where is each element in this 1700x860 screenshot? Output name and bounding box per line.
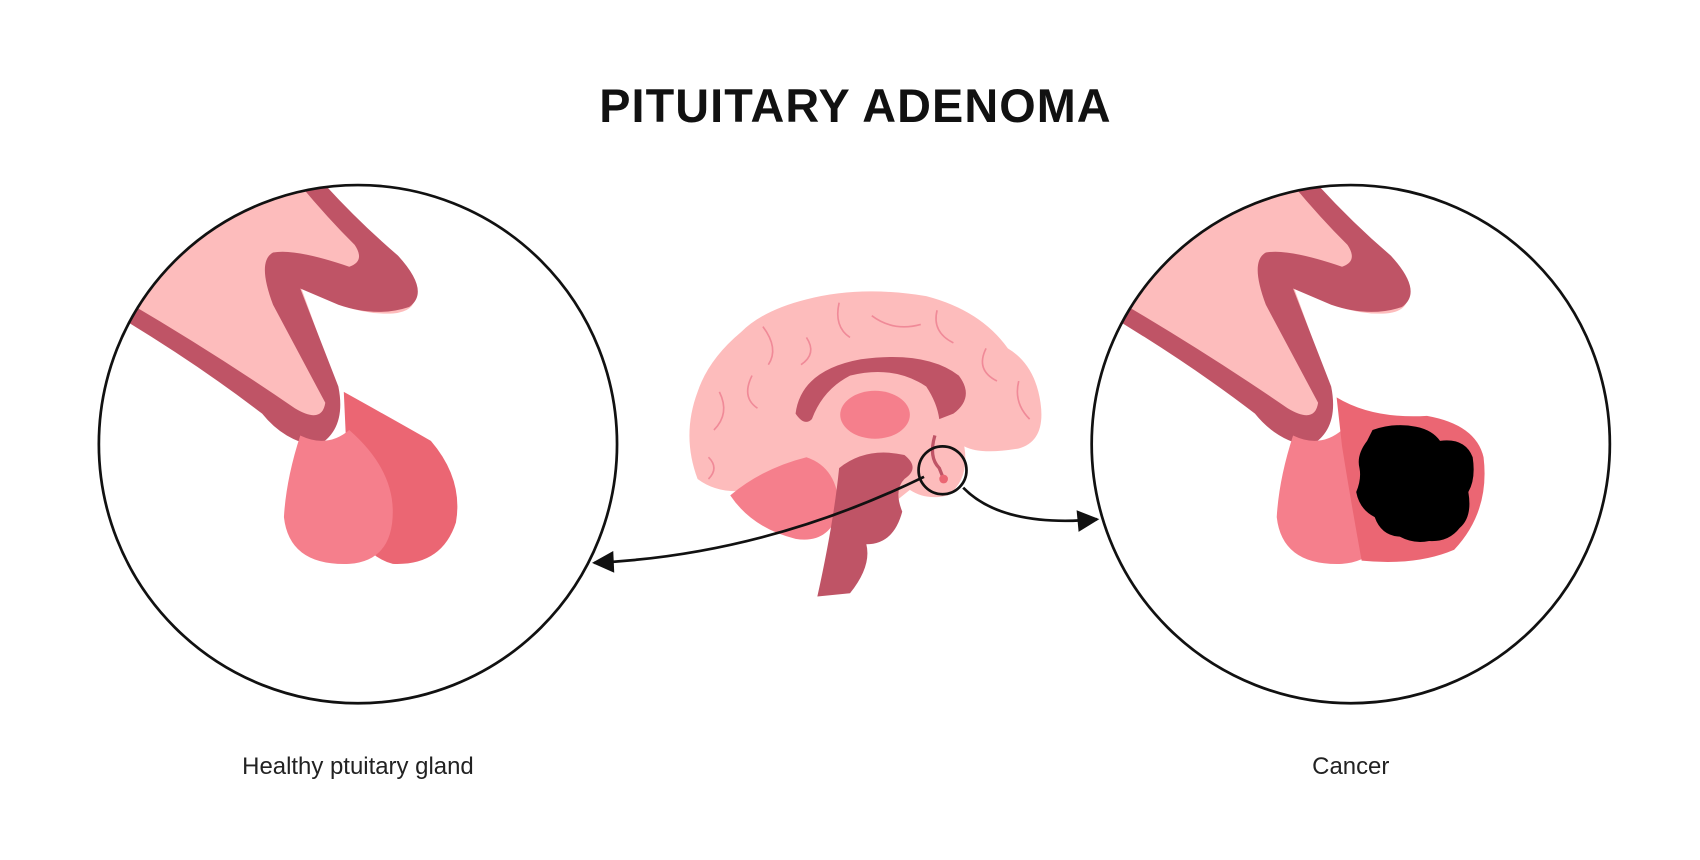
tumor-gland-zoom [1090, 183, 1612, 705]
healthy-label: Healthy ptuitary gland [242, 753, 474, 780]
arrow-to-healthy [592, 475, 925, 573]
healthy-magnifier-circle [97, 183, 619, 705]
healthy-gland-zoom [97, 183, 619, 705]
page-title: PITUITARY ADENOMA [599, 80, 1111, 132]
cancer-label: Cancer [1312, 753, 1389, 780]
pituitary-focus-circle [917, 444, 968, 496]
arrow-to-cancer [962, 486, 1100, 532]
tumor-mass [1356, 425, 1474, 543]
tumor-magnifier-circle [1090, 183, 1612, 705]
brain-illustration [689, 291, 1042, 597]
